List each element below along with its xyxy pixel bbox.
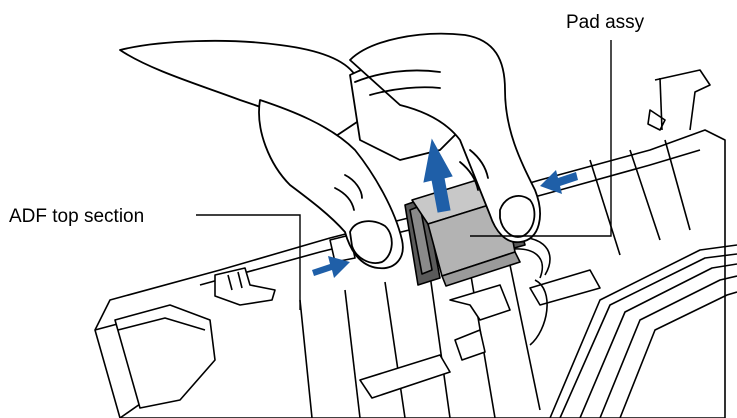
leader-lines <box>196 40 612 310</box>
adf-leader <box>196 214 301 310</box>
hand <box>119 32 541 270</box>
lift-up-arrow <box>423 138 453 213</box>
push-in-arrow-right <box>540 170 578 194</box>
push-in-arrow-left <box>312 256 350 278</box>
pad-assy-leader <box>470 40 612 237</box>
adf-top-section-label: ADF top section <box>9 206 145 227</box>
pad-assy-label: Pad assy <box>566 12 645 33</box>
adf-top-section <box>94 69 737 418</box>
